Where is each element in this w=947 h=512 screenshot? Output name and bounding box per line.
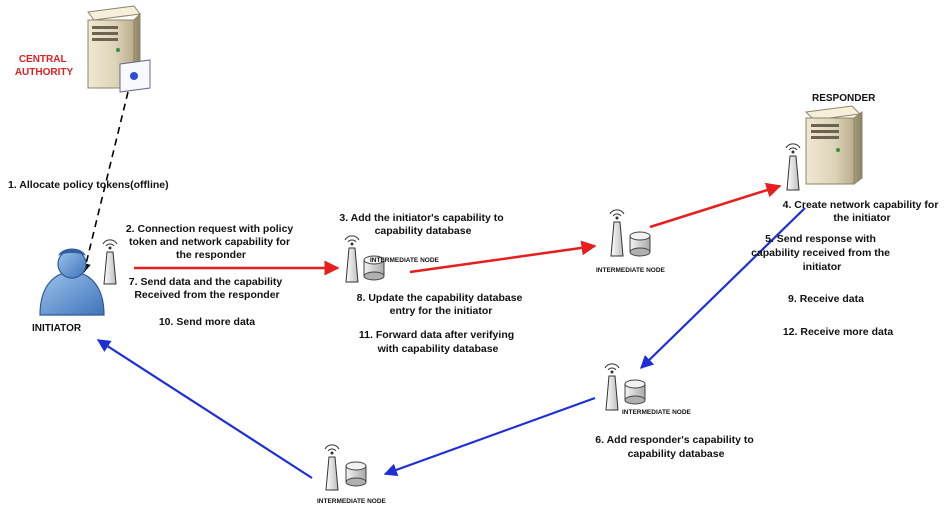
initiator-person-icon <box>39 248 105 316</box>
central-authority-server-icon <box>87 5 151 93</box>
step-3-label: 3. Add the initiator's capability to cap… <box>339 212 506 237</box>
step-9-label: 9. Receive data <box>788 293 864 305</box>
step-12-label: 12. Receive more data <box>783 326 893 338</box>
responder-label: RESPONDER <box>812 93 876 104</box>
step-5-label: 5. Send response with capability receive… <box>751 233 893 273</box>
arrow-responder-to-node3 <box>640 207 806 369</box>
intermediate-node-1-label: INTERMEDIATE NODE <box>370 257 440 264</box>
step-1-label: 1. Allocate policy tokens(offline) <box>8 179 169 191</box>
database-node4-icon <box>345 461 367 487</box>
arrow-node4-to-initiator <box>96 339 313 479</box>
arrow-node3-to-node4 <box>383 396 596 477</box>
database-node3-icon <box>624 379 646 405</box>
step-7-label: 7. Send data and the capability Received… <box>129 276 285 301</box>
step-11-label: 11. Forward data after verifying with ca… <box>359 329 517 355</box>
step-6-label: 6. Add responder's capability to capabil… <box>595 434 756 460</box>
tower-node3-icon <box>604 363 620 411</box>
central-authority-label: CENTRAL AUTHORITY <box>15 54 74 78</box>
tower-node4-icon <box>324 444 340 491</box>
database-node1-icon <box>363 255 385 281</box>
database-node2-icon <box>629 231 651 257</box>
responder-server-icon <box>804 105 863 185</box>
intermediate-node-2-label: INTERMEDIATE NODE <box>596 267 666 274</box>
arrow-node2-to-responder <box>649 182 782 229</box>
intermediate-node-3-label: INTERMEDIATE NODE <box>622 409 692 416</box>
tower-node1-icon <box>344 235 360 283</box>
step-8-label: 8. Update the capability database entry … <box>357 292 526 317</box>
tower-node2-icon <box>609 209 625 257</box>
step-4-label: 4. Create network capability for the ini… <box>783 199 942 224</box>
step-10-label: 10. Send more data <box>159 316 255 328</box>
tower-initiator-icon <box>102 239 118 285</box>
arrow-node1-to-node2 <box>409 240 597 274</box>
initiator-label: INITIATOR <box>32 323 82 334</box>
arrows <box>81 91 806 479</box>
tower-responder-icon <box>785 143 801 191</box>
intermediate-node-4-label: INTERMEDIATE NODE <box>317 498 387 505</box>
step-2-label: 2. Connection request with policy token … <box>126 223 296 261</box>
offline-token-arrow <box>81 91 129 273</box>
